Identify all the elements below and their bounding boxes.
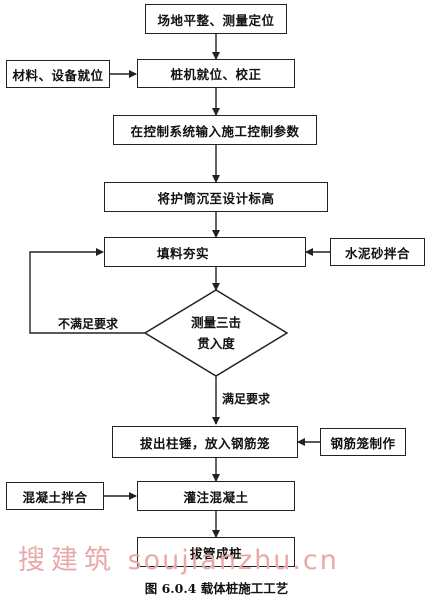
watermark-cn: 搜建筑 xyxy=(18,545,117,576)
input-rebar-cage: 钢筋笼制作 xyxy=(320,428,406,456)
watermark: 搜建筑 soujianzhu.cn xyxy=(18,538,339,577)
label-met: 满足要求 xyxy=(222,392,271,406)
input-materials: 材料、设备就位 xyxy=(6,60,110,88)
decision-text: 测量三击 贯入度 xyxy=(176,312,256,354)
watermark-url: soujianzhu.cn xyxy=(127,545,339,576)
step-pull-hammer: 拔出柱锤，放入钢筋笼 xyxy=(112,426,298,458)
step-fill-compact: 填料夯实 xyxy=(104,237,306,267)
decision-diamond xyxy=(143,289,289,377)
label-not-met: 不满足要求 xyxy=(58,317,119,331)
step-site-prep: 场地平整、测量定位 xyxy=(145,4,287,34)
step-sink-casing: 将护筒沉至设计标高 xyxy=(104,182,328,212)
decision-line-1: 测量三击 xyxy=(190,315,241,330)
decision-line-2: 贯入度 xyxy=(197,336,235,351)
loop-not-met xyxy=(29,248,145,334)
step-rig-position: 桩机就位、校正 xyxy=(137,59,295,88)
input-concrete-mix: 混凝土拌合 xyxy=(6,482,104,510)
step-pour-concrete: 灌注混凝土 xyxy=(137,481,295,511)
figure-caption: 图 6.0.4 载体桩施工工艺 xyxy=(144,581,289,596)
input-mortar: 水泥砂拌合 xyxy=(330,238,425,266)
step-input-params: 在控制系统输入施工控制参数 xyxy=(113,115,317,145)
step-pull-pipe: 拔管成桩 xyxy=(137,537,295,567)
